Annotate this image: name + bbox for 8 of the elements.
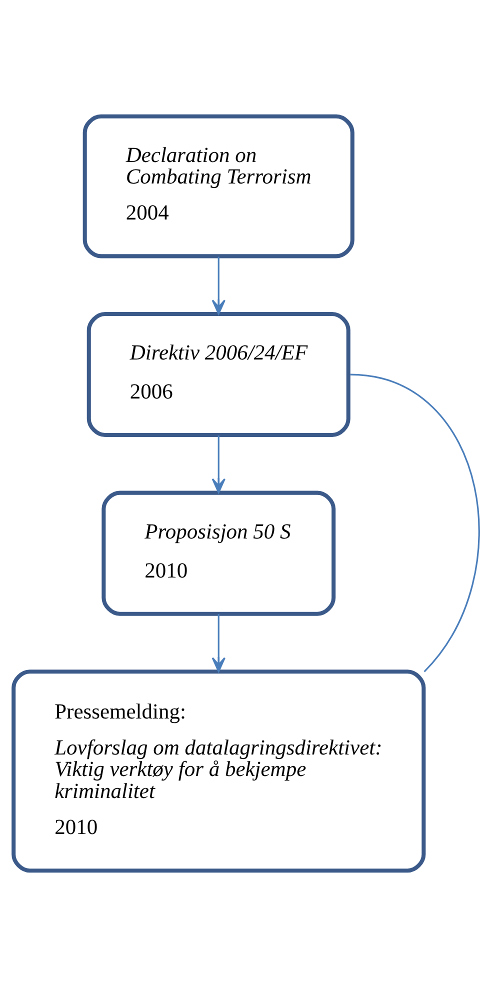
node-box: Pressemelding: Lovforslag om datalagringsdirektivet: Viktig verktøy for å bekjempe kriminalitet 2010 <box>12 670 426 873</box>
node-box: Direktiv 2006/24/EF 2006 <box>86 312 350 438</box>
node-box: Declaration on Combating Terrorism 2004 <box>82 114 354 258</box>
arrow <box>212 256 226 315</box>
arrow <box>212 435 226 494</box>
node-box: Proposisjon 50 S 2010 <box>102 490 336 616</box>
connector <box>350 374 480 672</box>
arrow <box>212 614 226 672</box>
